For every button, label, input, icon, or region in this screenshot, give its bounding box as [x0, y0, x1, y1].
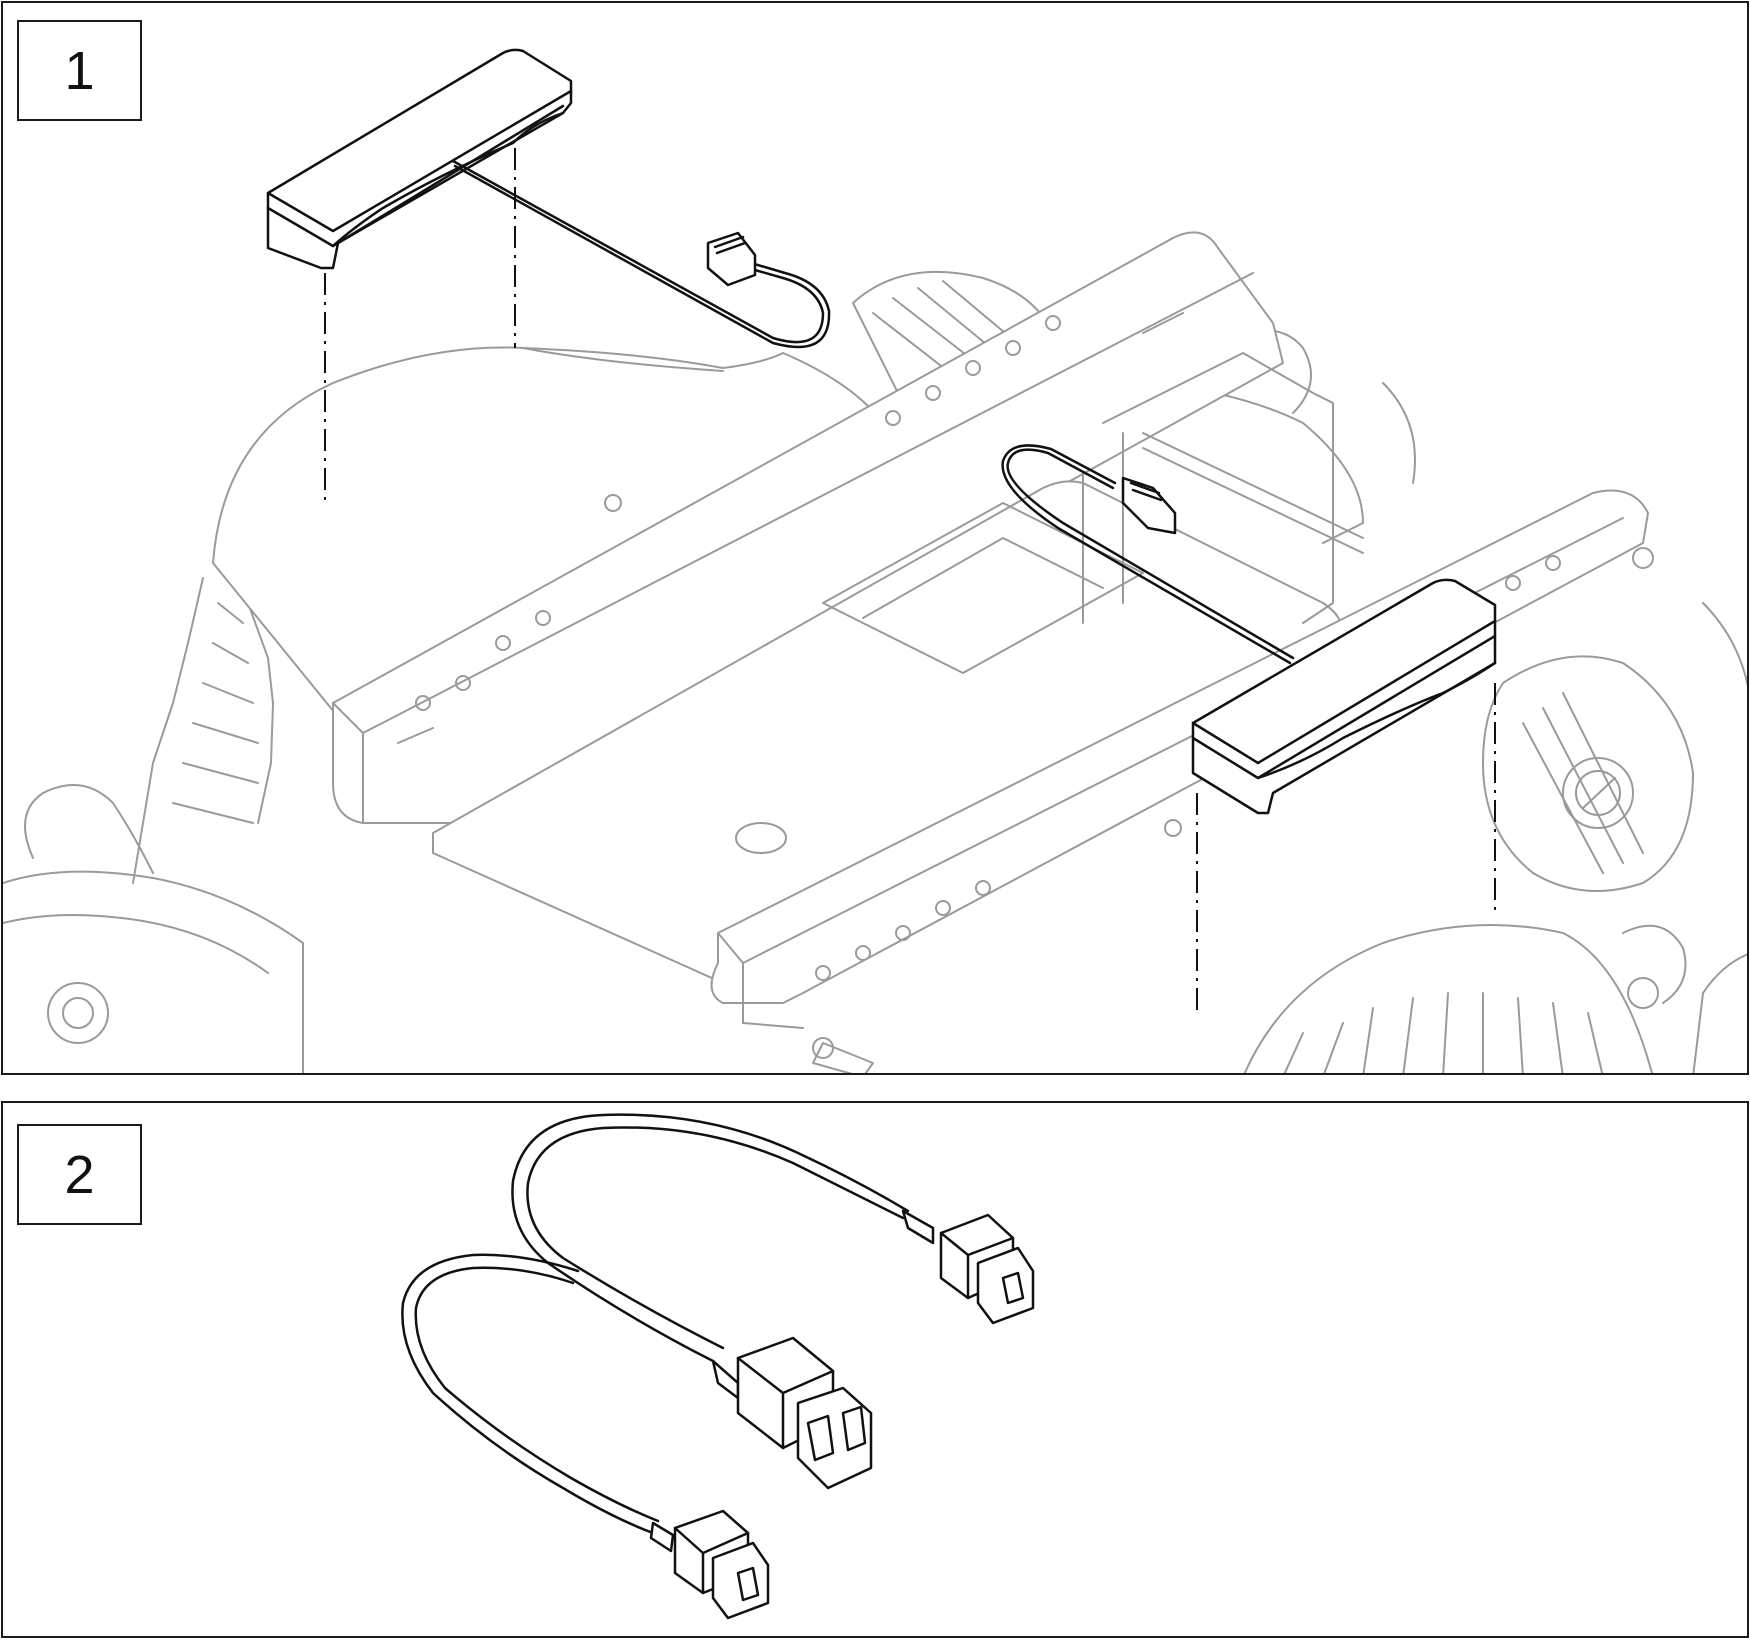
harness-cable-upper [511, 1113, 910, 1363]
panel-installation-view: 1 [1, 1, 1749, 1075]
wheel-right-rear-arc [1382, 382, 1747, 1073]
cable-right [1001, 444, 1295, 665]
harness-illustration [401, 1113, 1035, 1620]
connector-lower [649, 1509, 770, 1620]
panel-harness-detail: 2 [1, 1101, 1749, 1638]
front-bolt [812, 1037, 874, 1073]
wheel-left-front [3, 784, 304, 1073]
harness-cable-lower [401, 1253, 660, 1535]
battery-tray [1082, 352, 1364, 624]
cable-left [451, 159, 831, 349]
frame-rail-rear [332, 231, 1284, 824]
chassis-illustration [3, 48, 1747, 1073]
step-number-1: 1 [17, 20, 142, 121]
arm-pad-left [266, 48, 573, 503]
wheel-right-front [1243, 655, 1694, 1073]
step-number-2: 2 [17, 1124, 142, 1225]
connector-center-dual [711, 1336, 873, 1490]
connector-upper-right [901, 1209, 1035, 1325]
arm-pad-right [1191, 578, 1497, 1013]
wheel-left-rear-tread [132, 577, 274, 884]
